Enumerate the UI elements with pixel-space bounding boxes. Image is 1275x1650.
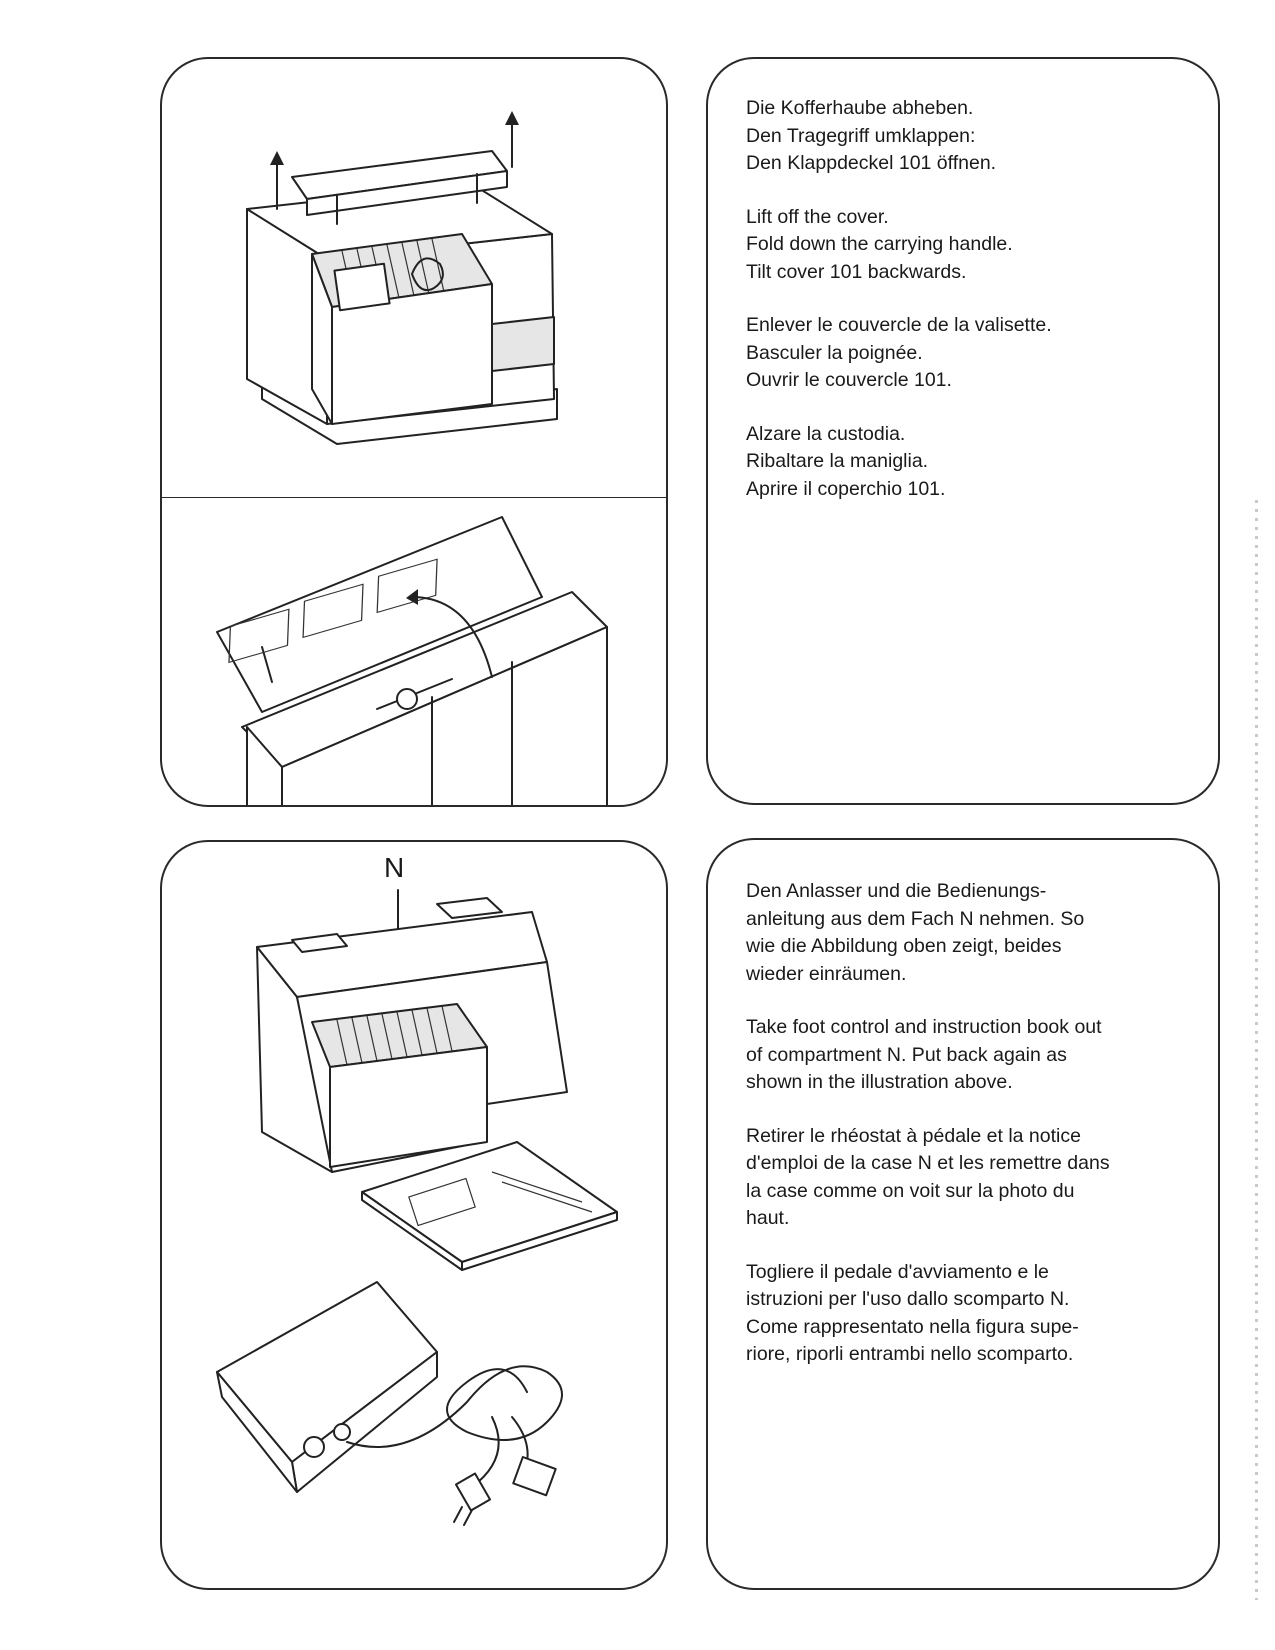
- text-line: Den Tragegriff umklappen:: [746, 124, 976, 147]
- text-line: Basculer la poignée.: [746, 341, 923, 364]
- text-line: Lift off the cover.: [746, 205, 889, 228]
- scan-edge-artifact: [1255, 500, 1258, 1600]
- text-line: Fold down the carrying handle.: [746, 233, 1013, 255]
- sewing-machine-case-illustration: [246, 111, 558, 445]
- text-line: of compartment N. Put back again as: [746, 1043, 1067, 1066]
- compartment-illustration: [216, 889, 618, 1526]
- text-line: Die Kofferhaube abheben.: [746, 97, 974, 119]
- illustration-divider: [162, 497, 666, 498]
- compartment-label: N: [384, 852, 405, 883]
- tilt-cover-arrow-icon: [406, 589, 493, 678]
- text-de: Die Kofferhaube abheben. Den Tragegriff …: [746, 95, 1192, 178]
- illustration-panel-compartment: N: [160, 840, 668, 1590]
- text-line: d'emploi de la case N et les remettre da…: [746, 1152, 1110, 1174]
- instructions-compartment: Den Anlasser und die Bedienungs- anleitu…: [746, 878, 1192, 1395]
- text-line: haut.: [746, 1207, 790, 1229]
- text-line: Togliere il pedale d'avviamento e le: [746, 1260, 1049, 1283]
- text-fr: Enlever le couvercle de la valisette. Ba…: [746, 312, 1192, 395]
- text-it: Togliere il pedale d'avviamento e le ist…: [746, 1259, 1192, 1369]
- text-en: Take foot control and instruction book o…: [746, 1014, 1192, 1097]
- text-line: istruzioni per l'uso dallo scomparto N.: [746, 1288, 1070, 1310]
- instructions-open-case: Die Kofferhaube abheben. Den Tragegriff …: [746, 95, 1192, 529]
- text-fr: Retirer le rhéostat à pédale et la notic…: [746, 1123, 1192, 1233]
- text-line: wie die Abbildung oben zeigt, beides: [746, 935, 1062, 957]
- open-lid-illustration: [216, 516, 608, 805]
- instructions-panel-open-case: Die Kofferhaube abheben. Den Tragegriff …: [706, 57, 1220, 805]
- text-line: Aprire il coperchio 101.: [746, 477, 946, 500]
- text-line: Take foot control and instruction book o…: [746, 1016, 1102, 1038]
- text-line: Ouvrir le couvercle 101.: [746, 369, 952, 391]
- instructions-panel-compartment: Den Anlasser und die Bedienungs- anleitu…: [706, 838, 1220, 1590]
- text-line: riore, riporli entrambi nello scomparto.: [746, 1343, 1074, 1365]
- text-line: Come rappresentato nella figura supe-: [746, 1315, 1079, 1338]
- text-line: wieder einräumen.: [746, 962, 907, 985]
- text-de: Den Anlasser und die Bedienungs- anleitu…: [746, 878, 1192, 988]
- text-line: Retirer le rhéostat à pédale et la notic…: [746, 1124, 1081, 1147]
- illustration-panel-open-case: [160, 57, 668, 807]
- text-en: Lift off the cover. Fold down the carryi…: [746, 204, 1192, 287]
- text-line: Den Klappdeckel 101 öffnen.: [746, 152, 997, 174]
- cover-lift-arrow-icon: [270, 111, 519, 210]
- text-it: Alzare la custodia. Ribaltare la manigli…: [746, 421, 1192, 504]
- text-line: Alzare la custodia.: [746, 422, 906, 445]
- text-line: Tilt cover 101 backwards.: [746, 260, 967, 283]
- text-line: anleitung aus dem Fach N nehmen. So: [746, 907, 1085, 930]
- text-line: Enlever le couvercle de la valisette.: [746, 314, 1052, 336]
- text-line: shown in the illustration above.: [746, 1071, 1013, 1093]
- text-line: Ribaltare la maniglia.: [746, 450, 929, 472]
- text-line: Den Anlasser und die Bedienungs-: [746, 880, 1047, 902]
- text-line: la case comme on voit sur la photo du: [746, 1179, 1075, 1202]
